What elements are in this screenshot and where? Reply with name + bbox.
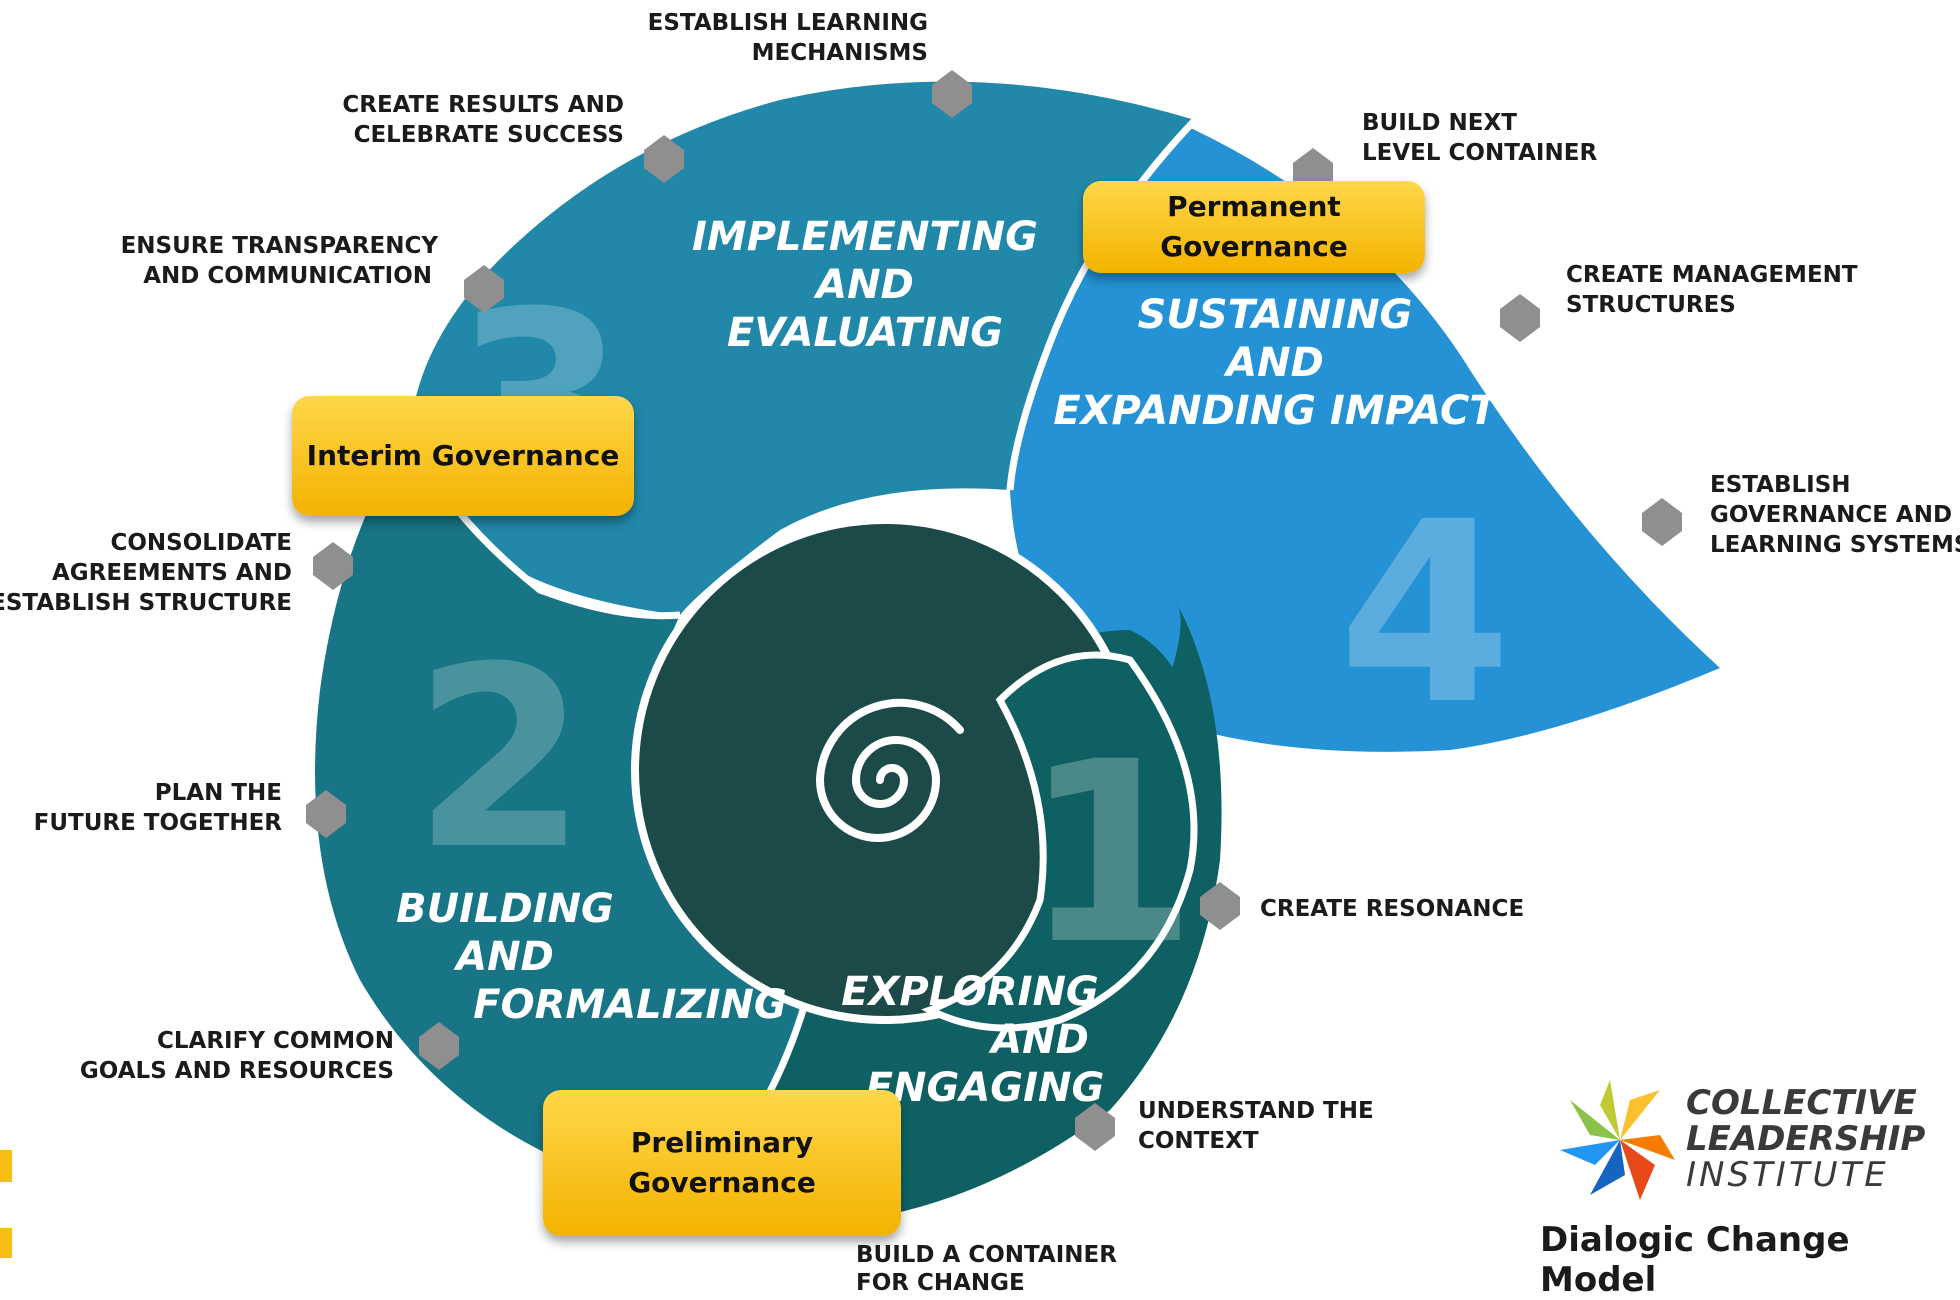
- logo-line-institute: INSTITUTE: [1686, 1155, 1889, 1195]
- step-label: CREATE MANAGEMENT: [1566, 262, 1858, 288]
- step-label: ESTABLISH: [1710, 472, 1851, 498]
- preliminary-governance-box: Preliminary Governance: [543, 1090, 901, 1236]
- step-marker-hexagon: [419, 1022, 459, 1070]
- decorative-mark: [0, 1150, 12, 1182]
- stage-1-title-line2: AND: [988, 1017, 1089, 1063]
- permanent-governance-line2: Governance: [1160, 230, 1348, 263]
- step-marker-hexagon: [1642, 498, 1682, 546]
- step-marker-hexagon: [644, 135, 684, 183]
- preliminary-governance-line1: Preliminary: [630, 1126, 814, 1159]
- step-label: STRUCTURES: [1566, 292, 1736, 318]
- step-label: GOVERNANCE AND: [1710, 502, 1952, 528]
- step-label: ENSURE TRANSPARENCY: [121, 233, 439, 259]
- step-label: ESTABLISH LEARNING: [648, 10, 928, 36]
- interim-governance-box: Interim Governance: [292, 396, 634, 516]
- model-caption: Dialogic Change Model: [1540, 1220, 1850, 1300]
- spiral-line: [815, 698, 964, 842]
- step-label: AGREEMENTS AND: [52, 560, 292, 586]
- stage-2-title-line1: BUILDING: [396, 886, 614, 932]
- step-label: AND COMMUNICATION: [143, 263, 432, 289]
- permanent-governance-line1: Permanent: [1167, 190, 1341, 223]
- logo-line-collective: COLLECTIVE: [1686, 1083, 1917, 1123]
- stage-4-number: 4: [1338, 468, 1512, 759]
- stage-4-shape: [1009, 123, 1720, 752]
- permanent-governance-box: Permanent Governance: [1083, 181, 1425, 273]
- interim-governance-label: Interim Governance: [306, 439, 620, 472]
- stage-3-title-line2: AND: [813, 262, 914, 308]
- step-label: LEARNING SYSTEMS: [1710, 532, 1960, 558]
- stage-3-title-line1: IMPLEMENTING: [692, 214, 1038, 260]
- stage-1-title-line1: EXPLORING: [841, 969, 1099, 1015]
- step-label: LEVEL CONTAINER: [1362, 140, 1597, 166]
- step-label: CONTEXT: [1138, 1128, 1259, 1154]
- step-label: UNDERSTAND THE: [1138, 1098, 1374, 1124]
- stage-1-title-line3: ENGAGING: [866, 1065, 1105, 1111]
- stage-2-title-line2: AND: [453, 934, 554, 980]
- stage-2-title-line3: FORMALIZING: [473, 982, 786, 1028]
- stage-2-shape: [315, 430, 815, 1169]
- step-label: CONSOLIDATE: [110, 530, 292, 556]
- step-label: CREATE RESULTS AND: [342, 92, 624, 118]
- stage-2-number: 2: [413, 613, 587, 904]
- spiral-core-lobe: [921, 651, 1198, 1032]
- separator-3-4: [1006, 117, 1198, 491]
- step-marker-hexagon: [464, 265, 504, 313]
- stage-1-number: 1: [1023, 708, 1197, 999]
- step-label: PLAN THE: [155, 780, 282, 806]
- decorative-mark: [0, 1228, 12, 1258]
- step-marker-hexagon: [1200, 882, 1240, 930]
- step-label: MECHANISMS: [752, 40, 928, 66]
- logo-line-leadership: LEADERSHIP: [1686, 1119, 1926, 1159]
- step-label: FUTURE TOGETHER: [34, 810, 283, 836]
- step-marker-hexagon: [1075, 1103, 1115, 1151]
- step-marker-hexagon: [932, 70, 972, 118]
- stage-3-title-line3: EVALUATING: [727, 310, 1003, 356]
- step-label: GOALS AND RESOURCES: [80, 1058, 394, 1084]
- step-label: CLARIFY COMMON: [157, 1028, 394, 1054]
- stage-4-title-line2: AND: [1223, 340, 1324, 386]
- stage-4-title-line3: EXPANDING IMPACT: [1053, 388, 1499, 434]
- step-label: ESTABLISH STRUCTURE: [0, 590, 292, 616]
- step-label: CELEBRATE SUCCESS: [354, 122, 624, 148]
- step-label: CREATE RESONANCE: [1260, 896, 1524, 922]
- collective-leadership-logo-mark: [1560, 1080, 1675, 1200]
- step-label: FOR CHANGE: [856, 1270, 1025, 1292]
- step-marker-hexagon: [1500, 294, 1540, 342]
- step-label: BUILD NEXT: [1362, 110, 1517, 136]
- stage-4-title-line1: SUSTAINING: [1138, 292, 1413, 338]
- step-label: BUILD A CONTAINER: [856, 1242, 1117, 1268]
- preliminary-governance-line2: Governance: [628, 1166, 816, 1199]
- step-marker-hexagon: [313, 542, 353, 590]
- step-marker-hexagon: [306, 790, 346, 838]
